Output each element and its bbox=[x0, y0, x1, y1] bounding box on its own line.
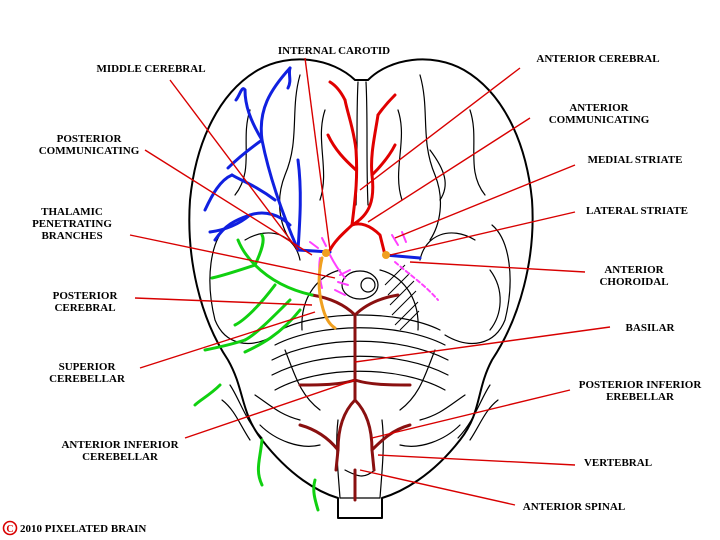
label-basilar: BASILAR bbox=[626, 322, 676, 334]
vertebrobasilar-system bbox=[298, 293, 412, 502]
brain-outline bbox=[188, 58, 534, 519]
copyright-icon bbox=[2, 520, 18, 536]
label-vertebral: VERTEBRAL bbox=[584, 457, 652, 469]
middle-cerebral-branches bbox=[203, 66, 422, 260]
label-anterior-communicating-line2: COMMUNICATING bbox=[549, 114, 650, 126]
label-posterior-inferior-line2: EREBELLAR bbox=[606, 391, 675, 403]
label-thalamic-line3: BRANCHES bbox=[41, 230, 102, 242]
label-medial-striate: MEDIAL STRIATE bbox=[588, 154, 683, 166]
carotid-and-anterior-cerebral bbox=[326, 80, 397, 257]
label-posterior-inferior-line1: POSTERIOR INFERIOR bbox=[579, 379, 703, 391]
label-posterior-cerebral-line1: POSTERIOR bbox=[53, 290, 119, 302]
label-middle-cerebral: MIDDLE CEREBRAL bbox=[96, 63, 205, 75]
posterior-cerebral-branches bbox=[193, 233, 320, 512]
copyright-notice: C 2010 PIXELATED BRAIN bbox=[2, 520, 146, 536]
label-thalamic-line1: THALAMIC bbox=[41, 206, 103, 218]
label-anterior-spinal: ANTERIOR SPINAL bbox=[523, 501, 625, 513]
label-superior-cerebellar-line2: CEREBELLAR bbox=[49, 373, 126, 385]
label-posterior-communicating-line2: COMMUNICATING bbox=[39, 145, 140, 157]
perforating-branches bbox=[309, 231, 439, 301]
label-anterior-inferior-line1: ANTERIOR INFERIOR bbox=[61, 439, 179, 451]
label-internal-carotid: INTERNAL CAROTID bbox=[278, 45, 390, 57]
label-anterior-choroidal-line1: ANTERIOR bbox=[604, 264, 664, 276]
leader-lines bbox=[129, 57, 611, 506]
copyright-text: 2010 PIXELATED BRAIN bbox=[20, 523, 146, 535]
label-posterior-communicating-line1: POSTERIOR bbox=[57, 133, 123, 145]
label-thalamic-line2: PENETRATING bbox=[32, 218, 112, 230]
copyright-symbol: C bbox=[6, 524, 13, 535]
label-superior-cerebellar-line1: SUPERIOR bbox=[59, 361, 117, 373]
label-lateral-striate: LATERAL STRIATE bbox=[586, 205, 688, 217]
label-anterior-communicating-line1: ANTERIOR bbox=[569, 102, 629, 114]
label-anterior-inferior-line2: CEREBELLAR bbox=[82, 451, 159, 463]
label-anterior-choroidal-line2: CHOROIDAL bbox=[599, 276, 668, 288]
label-posterior-cerebral-line2: CEREBRAL bbox=[54, 302, 115, 314]
labels: INTERNAL CAROTID MIDDLE CEREBRAL ANTERIO… bbox=[32, 45, 702, 513]
anterior-choroidal-artery bbox=[317, 249, 390, 330]
label-anterior-cerebral: ANTERIOR CEREBRAL bbox=[536, 53, 659, 65]
